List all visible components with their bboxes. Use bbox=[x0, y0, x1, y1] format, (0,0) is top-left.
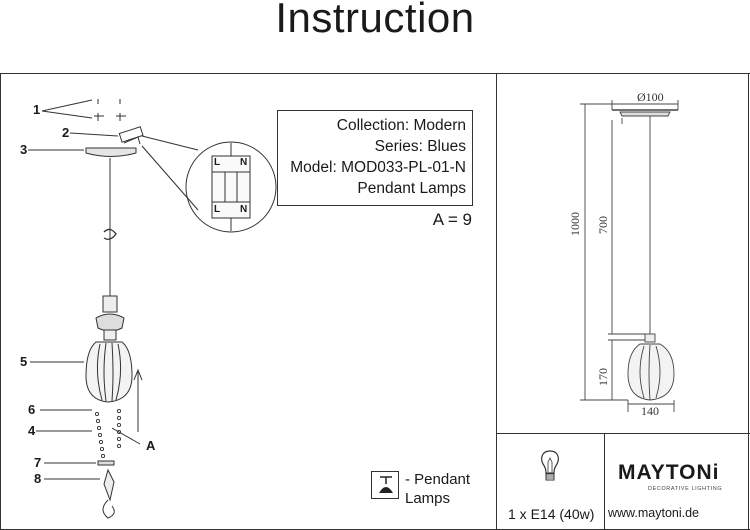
connector-label-n-bottom: N bbox=[240, 204, 248, 215]
part-number-7: 7 bbox=[34, 455, 42, 470]
frame-right-border bbox=[748, 73, 749, 530]
part-number-6: 6 bbox=[28, 402, 36, 417]
part-number-5: 5 bbox=[20, 354, 28, 369]
product-type-text: Pendant Lamps bbox=[357, 180, 466, 197]
part-number-4: 4 bbox=[28, 423, 36, 438]
legend-line-2: Lamps bbox=[405, 490, 451, 507]
dimension-canopy-diameter: Ø100 bbox=[637, 90, 664, 104]
dimension-shade-width: 140 bbox=[641, 404, 659, 418]
connector-label-n-top: N bbox=[240, 157, 248, 168]
page-title: Instruction bbox=[275, 0, 475, 41]
collection-text: Collection: Modern bbox=[336, 117, 466, 134]
dimension-cable-length: 700 bbox=[596, 216, 610, 234]
product-info-box: Collection: Modern Series: Blues Model: … bbox=[277, 110, 473, 206]
quantity-label: A = 9 bbox=[432, 210, 472, 229]
pendant-lamp-icon bbox=[371, 471, 399, 499]
label-a: A bbox=[146, 438, 156, 453]
brand-logo: MAYTONi bbox=[618, 461, 720, 484]
part-number-1: 1 bbox=[33, 102, 41, 117]
brand-website: www.maytoni.de bbox=[608, 506, 700, 520]
panel-divider bbox=[496, 73, 497, 530]
legend-line-1: - Pendant bbox=[405, 471, 471, 488]
legend-text: - Pendant Lamps bbox=[405, 470, 470, 508]
dimension-shade-height: 170 bbox=[596, 368, 610, 386]
footer-separator bbox=[604, 433, 605, 530]
connector-label-l-bottom: L bbox=[214, 204, 221, 215]
assembly-drawing bbox=[28, 99, 277, 519]
dimension-total-height: 1000 bbox=[568, 212, 582, 236]
part-number-2: 2 bbox=[62, 125, 70, 140]
part-number-3: 3 bbox=[20, 142, 28, 157]
bulb-spec: 1 x E14 (40w) bbox=[508, 506, 595, 522]
brand-tagline: DECORATIVE LIGHTING bbox=[648, 486, 723, 492]
footer-divider bbox=[496, 433, 750, 434]
model-text: Model: MOD033-PL-01-N bbox=[290, 159, 466, 176]
part-number-8: 8 bbox=[34, 471, 42, 486]
frame-left-border bbox=[0, 73, 1, 530]
series-text: Series: Blues bbox=[374, 138, 466, 155]
connector-label-l-top: L bbox=[214, 157, 221, 168]
